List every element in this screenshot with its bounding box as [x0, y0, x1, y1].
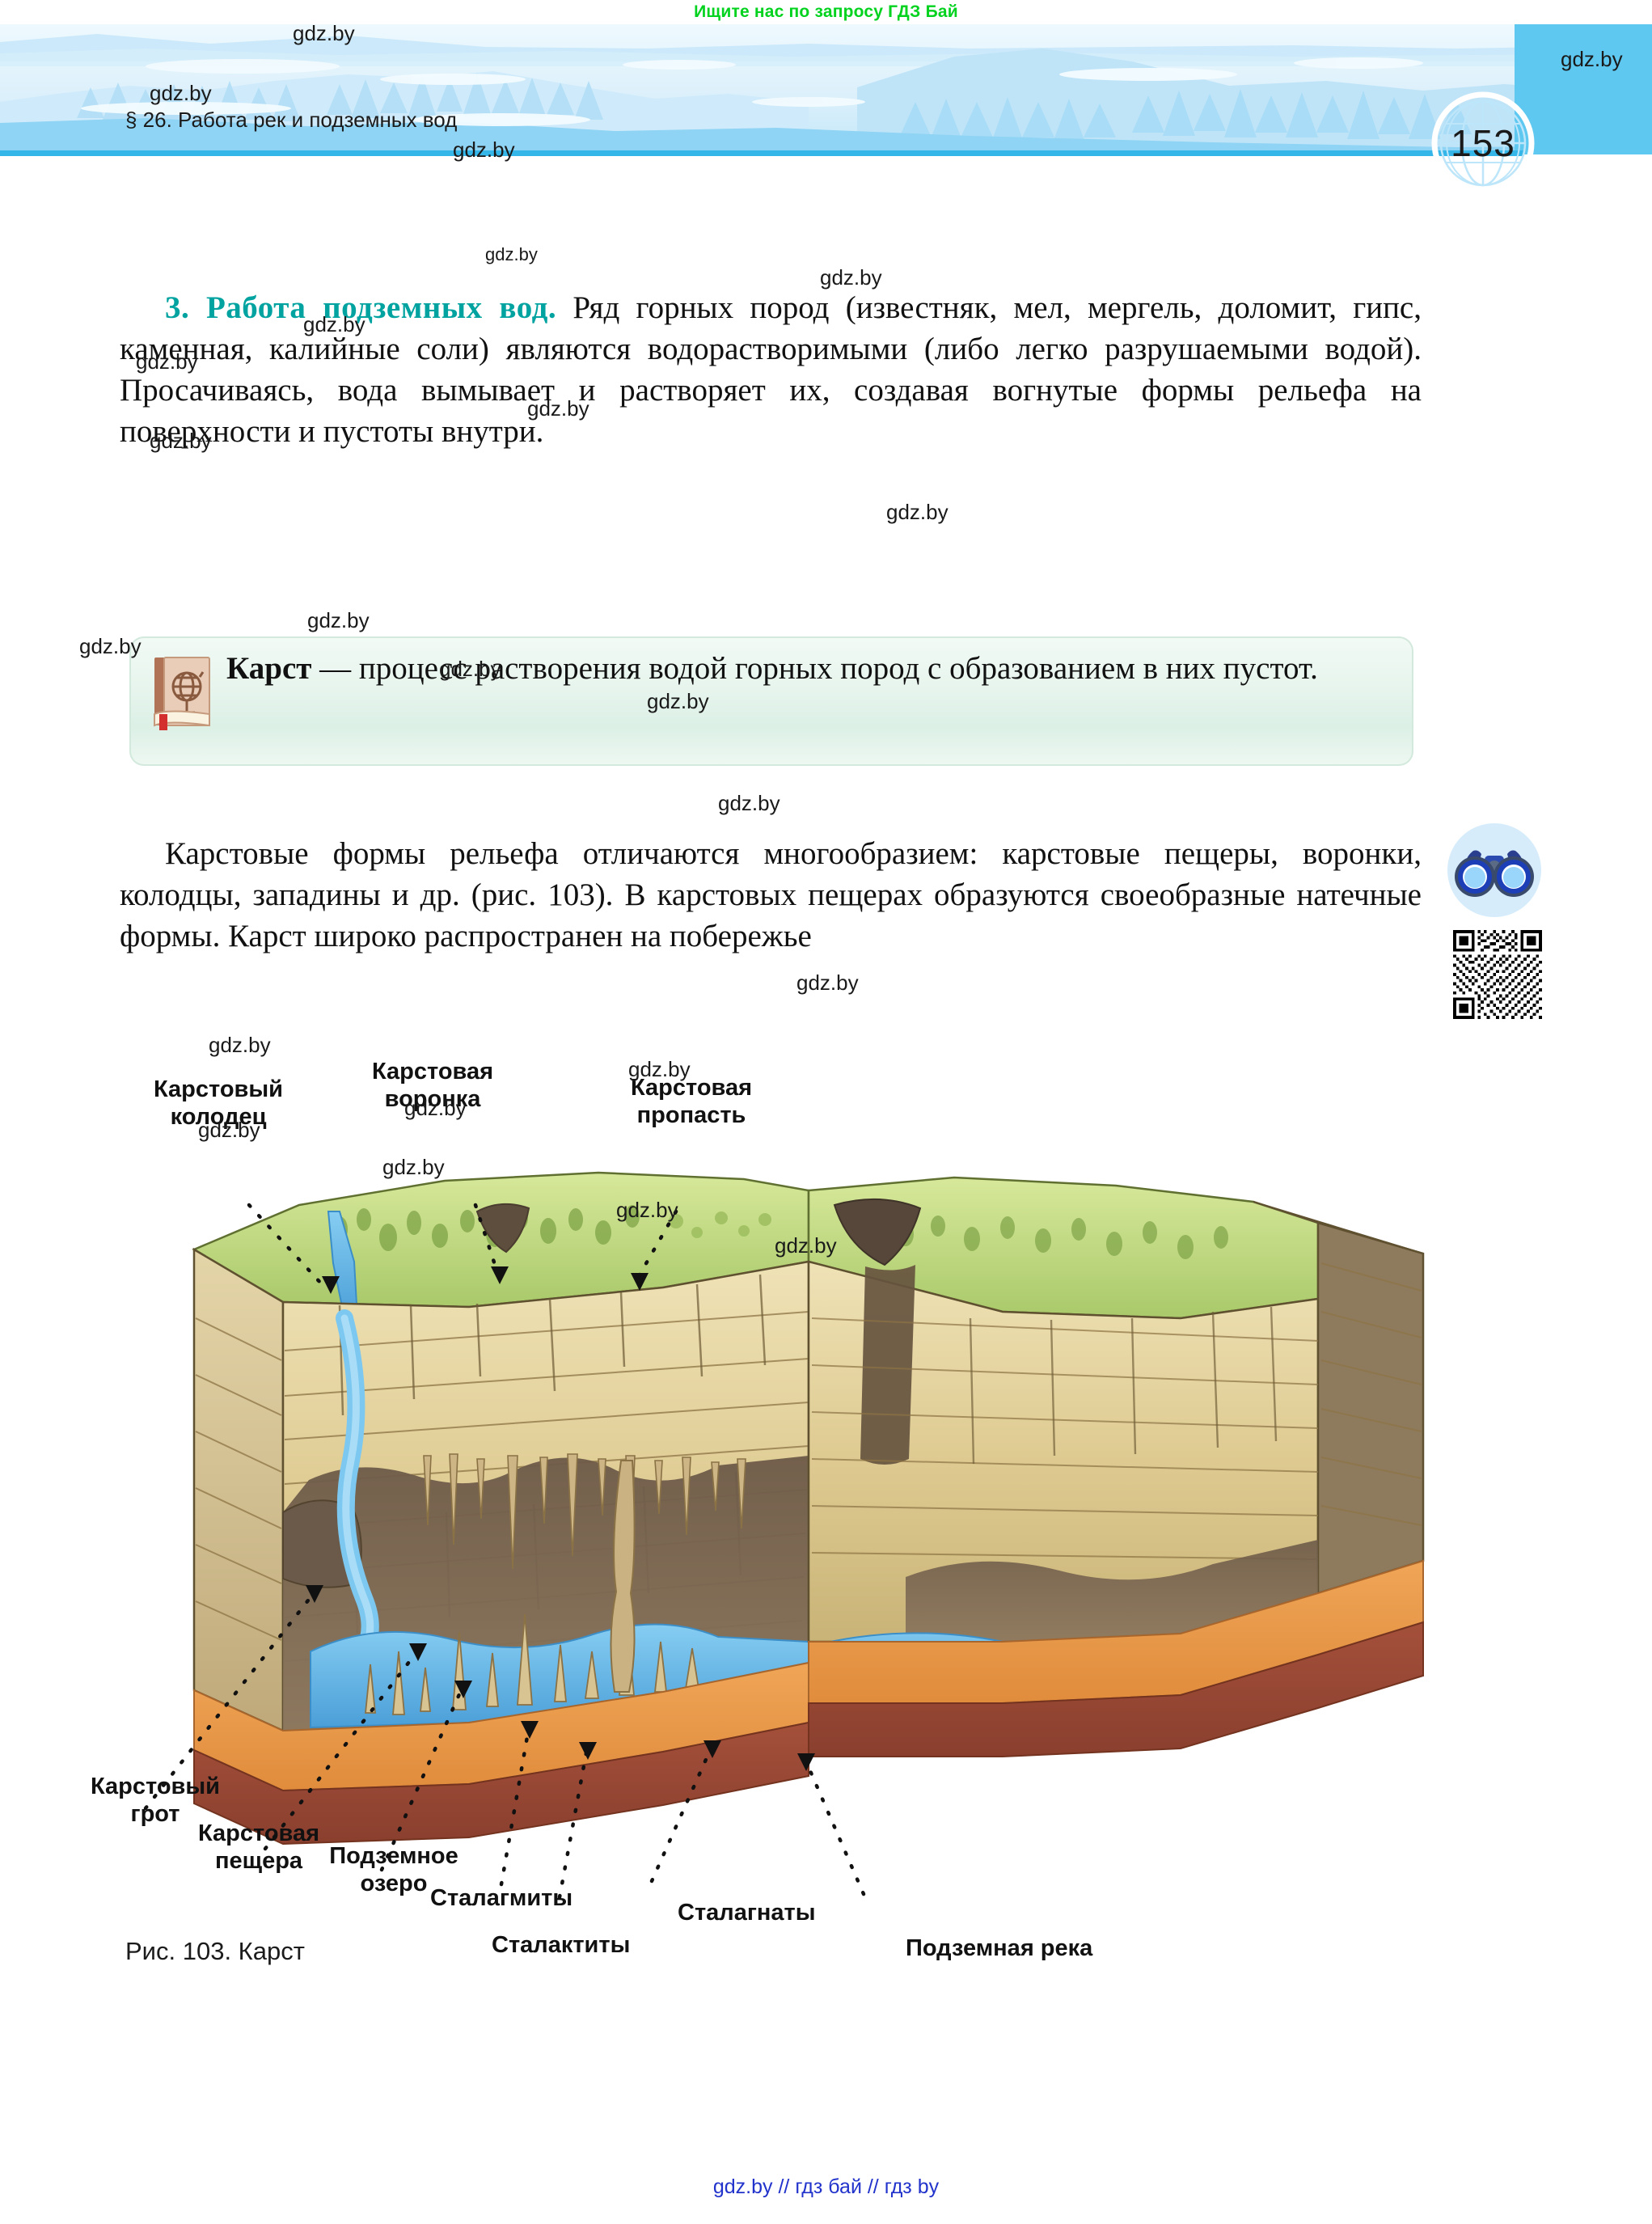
- qr-code-matrix: [1453, 930, 1542, 1019]
- watermark-16: gdz.by: [796, 970, 859, 995]
- figure-label-stalagmites: Сталагмиты: [430, 1885, 573, 1911]
- figure-label-stalagnates: Сталагнаты: [678, 1900, 816, 1926]
- definition-card: Карст — процесс растворения водой горных…: [129, 636, 1413, 766]
- header-rule: [0, 150, 1524, 156]
- chapter-title: § 26. Работа рек и подземных вод: [125, 108, 458, 132]
- watermark-15: gdz.by: [718, 791, 780, 815]
- binoculars-icon: [1447, 823, 1541, 917]
- figure-caption: Рис. 103. Карст: [125, 1937, 305, 1965]
- book-globe-icon: [154, 657, 210, 730]
- definition-text: Карст — процесс растворения водой горных…: [226, 648, 1391, 690]
- promo-text: Ищите нас по запросу ГДЗ Бай: [694, 2, 958, 21]
- figure-103-karst: Карстовый колодец Карстовая воронка Карс…: [91, 1059, 1553, 1961]
- definition-body: процесс растворения водой горных пород с…: [358, 651, 1318, 686]
- paragraph-work-of-groundwater: 3. Работа подземных вод. Ряд горных поро…: [120, 287, 1422, 452]
- watermark-4: gdz.by: [485, 244, 538, 264]
- banner-landscape-illustration: [0, 24, 1652, 154]
- figure-label-karst-abyss: Карстовая пропасть: [630, 1075, 753, 1128]
- karst-block-diagram: [143, 1171, 1425, 1900]
- definition-term: Карст: [226, 651, 312, 686]
- footer: gdz.by // гдз бай // гдз by: [0, 2175, 1652, 2199]
- figure-label-underground-river: Подземная река: [906, 1935, 1093, 1961]
- figure-label-karst-cave: Карстовая пещера: [197, 1820, 320, 1874]
- definition-dash: —: [311, 651, 359, 686]
- watermark-10: gdz.by: [886, 500, 949, 524]
- watermark-12: gdz.by: [307, 608, 370, 632]
- paragraph-karst-landforms: Карстовые формы рельефа отличаются много…: [120, 833, 1422, 957]
- page-number-badge: 153: [1431, 91, 1535, 195]
- figure-label-karst-sinkhole: Карстовая воронка: [371, 1059, 494, 1112]
- qr-code-icon[interactable]: [1453, 930, 1542, 1019]
- figure-label-underground-lake: Подземное озеро: [329, 1843, 458, 1896]
- page-number: 153: [1451, 122, 1515, 164]
- header-banner: [0, 24, 1652, 154]
- figure-label-karst-well: Карстовый колодец: [154, 1076, 283, 1130]
- section-heading: 3. Работа подземных вод.: [165, 290, 557, 325]
- globe-icon: [1431, 91, 1535, 195]
- banner-accent-block: [1515, 24, 1652, 154]
- figure-label-karst-grotto: Карстовый грот: [91, 1774, 220, 1827]
- figure-label-stalactites: Сталактиты: [492, 1932, 631, 1958]
- footer-text: gdz.by // гдз бай // гдз by: [712, 2175, 940, 2198]
- watermark-17: gdz.by: [209, 1033, 271, 1057]
- promo-strip: Ищите нас по запросу ГДЗ Бай: [0, 0, 1652, 24]
- paragraph-2-text: Карстовые формы рельефа отличаются много…: [120, 836, 1422, 953]
- paragraph-1-text: Ряд горных пород (известняк, мел, мергел…: [120, 290, 1422, 449]
